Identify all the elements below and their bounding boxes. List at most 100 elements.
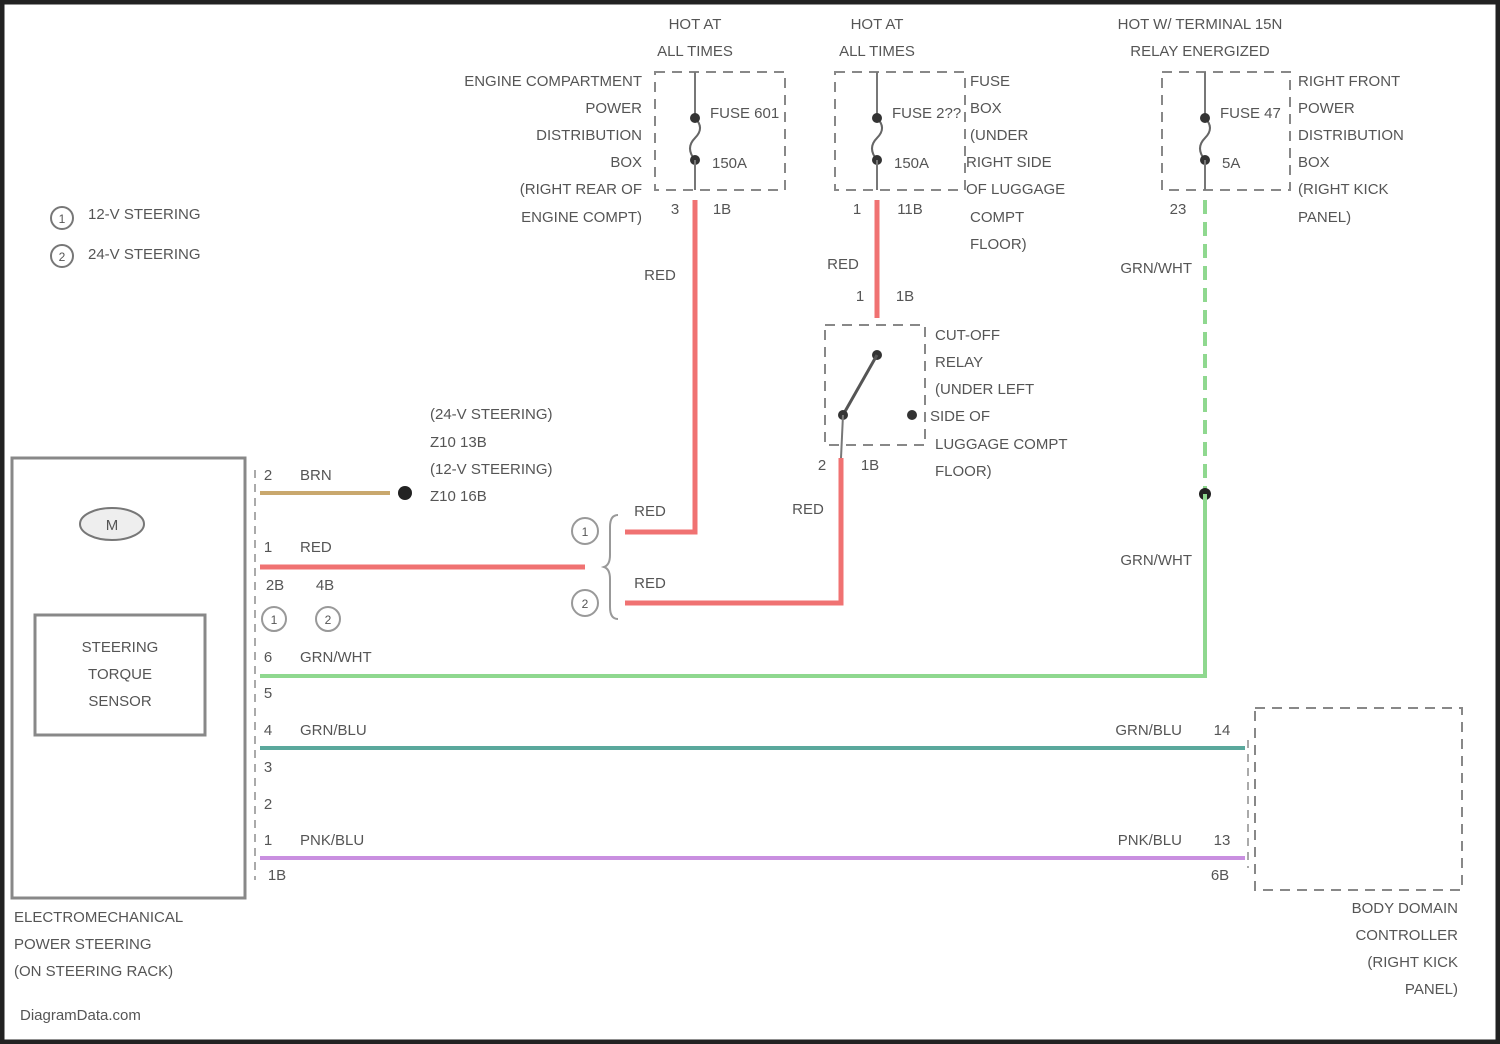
box-label: FUSE [970,73,1010,90]
pin-number: 5 [264,685,272,702]
pin-number: 4 [264,722,272,739]
pin-number: 1 [264,539,272,556]
fuse-rating: 150A [712,155,747,172]
legend-num-1: 1 [59,212,66,226]
box-label: POWER [1298,100,1355,117]
bdc-label: PANEL) [1405,981,1458,998]
fuse-name: FUSE 47 [1220,105,1281,122]
box-label: POWER [585,100,642,117]
sensor-label: SENSOR [88,693,152,710]
wire-label: RED [792,501,824,518]
legend-label-1: 12-V STEERING [88,206,201,223]
pin-number: 14 [1214,722,1231,739]
box-label: OF LUGGAGE [966,181,1065,198]
connector-pin: 2 [818,457,826,474]
box-label: (RIGHT KICK [1298,181,1389,198]
fuse-rating: 150A [894,155,929,172]
fuse-name: FUSE 2?? [892,105,961,122]
relay-label: CUT-OFF [935,327,1000,344]
eps-label: ELECTROMECHANICAL [14,909,183,926]
hot-label: ALL TIMES [657,43,733,60]
splice-label: (24-V STEERING) [430,406,553,423]
fuse-terminal [872,113,882,123]
connector-id: 2B [266,577,284,594]
box-label: PANEL) [1298,209,1351,226]
wire-label: PNK/BLU [1118,832,1182,849]
motor-label: M [106,517,119,534]
sensor-label: TORQUE [88,666,152,683]
box-label: RIGHT SIDE [966,154,1052,171]
bdc-label: CONTROLLER [1355,927,1458,944]
box-label: DISTRIBUTION [1298,127,1404,144]
connector-pin: 1 [856,288,864,305]
wire-label: PNK/BLU [300,832,364,849]
variant-num: 2 [582,597,589,611]
connector-id: 1B [861,457,879,474]
connector-id: 11B [897,201,923,218]
box-label: BOX [970,100,1002,117]
hot-label: HOT AT [669,16,722,33]
connector-id: 1B [896,288,914,305]
pin-number: 2 [264,467,272,484]
relay-label: SIDE OF [930,408,990,425]
eps-label: (ON STEERING RACK) [14,963,173,980]
box-label: FLOOR) [970,236,1027,253]
splice-label: Z10 16B [430,488,487,505]
connector-pin: 1 [853,201,861,218]
wire-label: GRN/BLU [300,722,367,739]
pin-number: 1 [264,832,272,849]
box-label: ENGINE COMPT) [521,209,642,226]
fuse-terminal [1200,113,1210,123]
relay-label: RELAY [935,354,983,371]
box-label: DISTRIBUTION [536,127,642,144]
eps-label: POWER STEERING [14,936,152,953]
splice-label: Z10 13B [430,434,487,451]
relay-contact [907,410,917,420]
fuse-name: FUSE 601 [710,105,779,122]
connector-id: 4B [316,577,334,594]
fuse-rating: 5A [1222,155,1240,172]
variant-num: 2 [325,613,332,627]
box-label: BOX [610,154,642,171]
box-label: RIGHT FRONT [1298,73,1400,90]
connector-id: 6B [1211,867,1229,884]
wire-label: GRN/WHT [300,649,372,666]
relay-label: FLOOR) [935,463,992,480]
hot-label: ALL TIMES [839,43,915,60]
wire-label: RED [634,575,666,592]
pin-number: 3 [264,759,272,776]
box-label: ENGINE COMPARTMENT [464,73,642,90]
hot-label: RELAY ENERGIZED [1130,43,1270,60]
box-label: (UNDER [970,127,1028,144]
legend-label-2: 24-V STEERING [88,246,201,263]
bdc-label: BODY DOMAIN [1352,900,1458,917]
watermark: DiagramData.com [20,1007,141,1024]
wire-label: GRN/WHT [1120,552,1192,569]
box-label: (RIGHT REAR OF [520,181,642,198]
wire-label: GRN/WHT [1120,260,1192,277]
wire-label: RED [644,267,676,284]
wire-label: GRN/BLU [1115,722,1182,739]
relay-label: (UNDER LEFT [935,381,1034,398]
bdc-label: (RIGHT KICK [1367,954,1458,971]
pin-number: 6 [264,649,272,666]
pin-number: 2 [264,796,272,813]
connector-pin: 23 [1170,201,1187,218]
splice-dot [398,486,412,500]
connector-pin: 3 [671,201,679,218]
hot-label: HOT W/ TERMINAL 15N [1118,16,1283,33]
relay-label: LUGGAGE COMPT [935,436,1068,453]
splice-label: (12-V STEERING) [430,461,553,478]
connector-id: 1B [268,867,286,884]
wire-label: RED [634,503,666,520]
pin-number: 13 [1214,832,1231,849]
variant-num: 1 [271,613,278,627]
variant-num: 1 [582,525,589,539]
box-label: COMPT [970,209,1024,226]
wire-label: RED [300,539,332,556]
box-label: BOX [1298,154,1330,171]
legend-num-2: 2 [59,250,66,264]
